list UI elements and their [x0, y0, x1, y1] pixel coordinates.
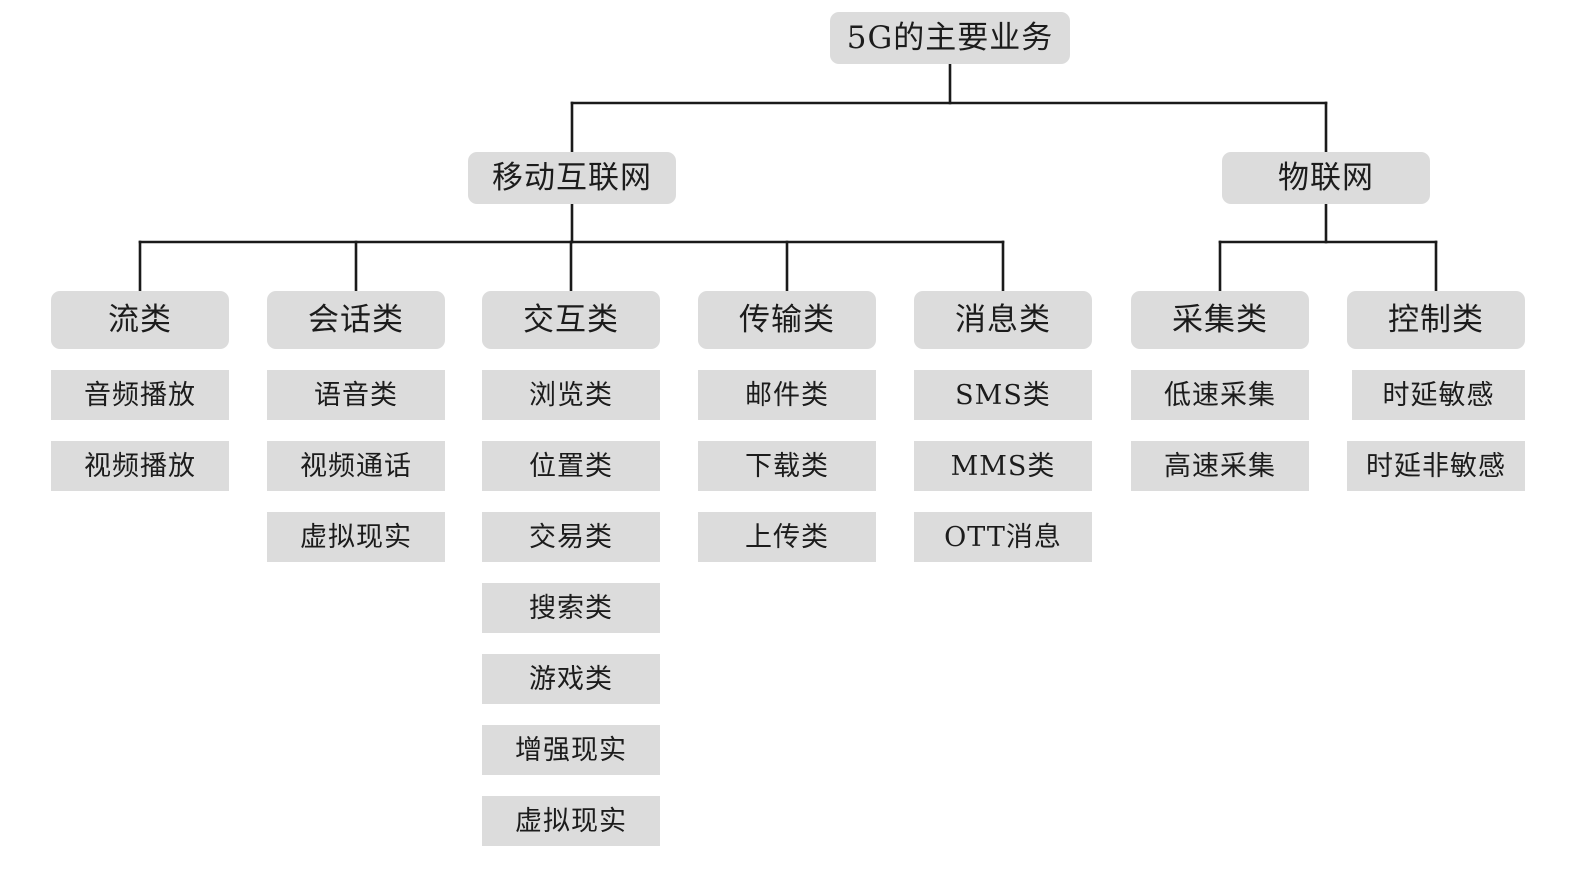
- leaf-node-1-2[interactable]: 虚拟现实: [267, 512, 445, 562]
- leaf-node-2-3[interactable]: 搜索类: [482, 583, 660, 633]
- category-node-4[interactable]: 消息类: [914, 291, 1092, 349]
- leaf-node-3-1[interactable]: 下载类: [698, 441, 876, 491]
- leaf-node-2-2[interactable]: 交易类: [482, 512, 660, 562]
- category-node-0[interactable]: 流类: [51, 291, 229, 349]
- leaf-node-6-0[interactable]: 时延敏感: [1352, 370, 1525, 420]
- category-node-6[interactable]: 控制类: [1347, 291, 1525, 349]
- category-node-2[interactable]: 交互类: [482, 291, 660, 349]
- leaf-node-3-2[interactable]: 上传类: [698, 512, 876, 562]
- leaf-node-2-5[interactable]: 增强现实: [482, 725, 660, 775]
- leaf-node-0-0[interactable]: 音频播放: [51, 370, 229, 420]
- root-node[interactable]: 5G的主要业务: [830, 12, 1070, 64]
- leaf-node-2-4[interactable]: 游戏类: [482, 654, 660, 704]
- leaf-node-3-0[interactable]: 邮件类: [698, 370, 876, 420]
- leaf-node-4-2[interactable]: OTT消息: [914, 512, 1092, 562]
- leaf-node-4-0[interactable]: SMS类: [914, 370, 1092, 420]
- leaf-node-5-0[interactable]: 低速采集: [1131, 370, 1309, 420]
- level2-node-1[interactable]: 物联网: [1222, 152, 1430, 204]
- leaf-node-6-1[interactable]: 时延非敏感: [1347, 441, 1525, 491]
- leaf-node-2-0[interactable]: 浏览类: [482, 370, 660, 420]
- leaf-node-2-1[interactable]: 位置类: [482, 441, 660, 491]
- leaf-node-2-6[interactable]: 虚拟现实: [482, 796, 660, 846]
- category-node-3[interactable]: 传输类: [698, 291, 876, 349]
- leaf-node-4-1[interactable]: MMS类: [914, 441, 1092, 491]
- leaf-node-1-1[interactable]: 视频通话: [267, 441, 445, 491]
- level2-node-0[interactable]: 移动互联网: [468, 152, 676, 204]
- leaf-node-5-1[interactable]: 高速采集: [1131, 441, 1309, 491]
- category-node-1[interactable]: 会话类: [267, 291, 445, 349]
- category-node-5[interactable]: 采集类: [1131, 291, 1309, 349]
- leaf-node-0-1[interactable]: 视频播放: [51, 441, 229, 491]
- leaf-node-1-0[interactable]: 语音类: [267, 370, 445, 420]
